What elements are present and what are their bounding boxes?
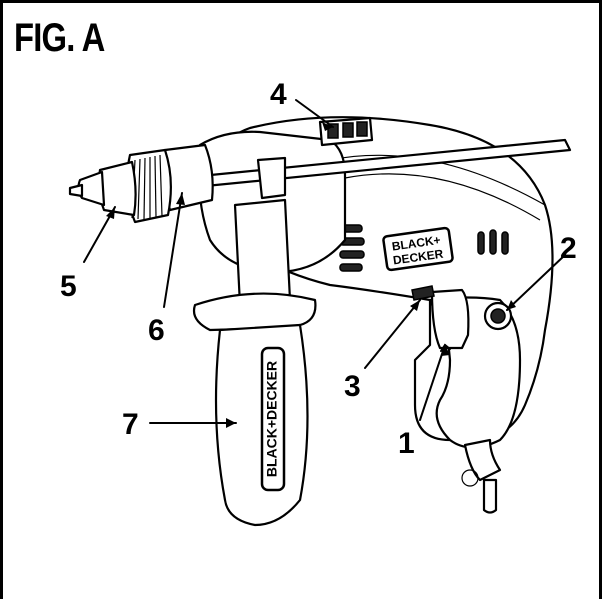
callout-3: 3: [344, 370, 361, 403]
figure-title: FIG. A: [14, 16, 105, 60]
body-brand-badge: BLACK+ DECKER: [382, 226, 454, 272]
callout-arrowheads: [106, 122, 516, 428]
side-handle: BLACK+DECKER: [192, 198, 317, 527]
callout-6: 6: [148, 314, 165, 347]
callout-4: 4: [270, 78, 287, 111]
callout-7: 7: [122, 408, 139, 441]
callout-2: 2: [560, 232, 577, 265]
callout-1: 1: [398, 427, 415, 460]
body-brand-line1: BLACK+: [391, 233, 441, 254]
callout-5: 5: [60, 270, 77, 303]
chuck: [68, 148, 172, 224]
rear-vents: [477, 229, 509, 255]
cord-protector: [463, 438, 502, 482]
depth-rod-clamp: [256, 156, 287, 200]
power-cord: [482, 478, 498, 514]
trigger-switch: [430, 288, 470, 350]
mode-selector: [318, 116, 374, 147]
handle-brand-text: BLACK+DECKER: [264, 361, 280, 477]
lock-on-button: [490, 308, 506, 324]
forward-reverse-lever: [411, 285, 435, 301]
